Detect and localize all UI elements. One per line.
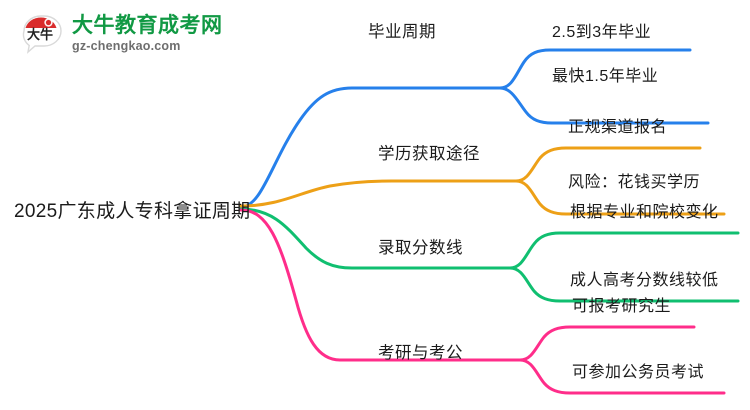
leaf-label-2-1[interactable]: 正规渠道报名 [568,119,668,136]
logo-title: 大牛教育成考网 [72,14,223,38]
logo-subtitle: gz-chengkao.com [72,39,181,54]
branch-label-graduation-cycle[interactable]: 毕业周期 [368,23,436,41]
logo-text-block: 大牛教育成考网 gz-chengkao.com [72,15,223,53]
link-root-branch-3 [239,207,512,270]
logo-stamp-icon: 大牛 [18,11,64,57]
link-branch-4-leaf-1 [518,325,696,362]
leaf-label-1-2[interactable]: 最快1.5年毕业 [552,68,659,85]
leaf-label-4-1[interactable]: 可报考研究生 [572,298,672,315]
leaf-label-4-2[interactable]: 可参加公务员考试 [572,364,705,381]
link-branch-3-leaf-1 [508,231,740,270]
leaf-label-1-1[interactable]: 2.5到3年毕业 [552,24,652,41]
leaf-label-2-2[interactable]: 风险：花钱买学历 [568,174,701,191]
leaf-label-3-2[interactable]: 成人高考分数线较低 [570,272,719,289]
branch-label-degree-path[interactable]: 学历获取途径 [378,145,480,163]
branch-label-admission-score[interactable]: 录取分数线 [378,239,463,257]
svg-text:大牛: 大牛 [27,27,53,42]
link-root-branch-4 [239,208,522,362]
mindmap-root-node[interactable]: 2025广东成人专科拿证周期 [14,201,251,222]
branch-label-postgrad-civilservice[interactable]: 考研与考公 [378,344,463,362]
leaf-label-3-1[interactable]: 根据专业和院校变化 [570,204,719,221]
site-logo: 大牛 大牛教育成考网 gz-chengkao.com [18,8,258,60]
link-root-branch-2 [239,179,518,208]
